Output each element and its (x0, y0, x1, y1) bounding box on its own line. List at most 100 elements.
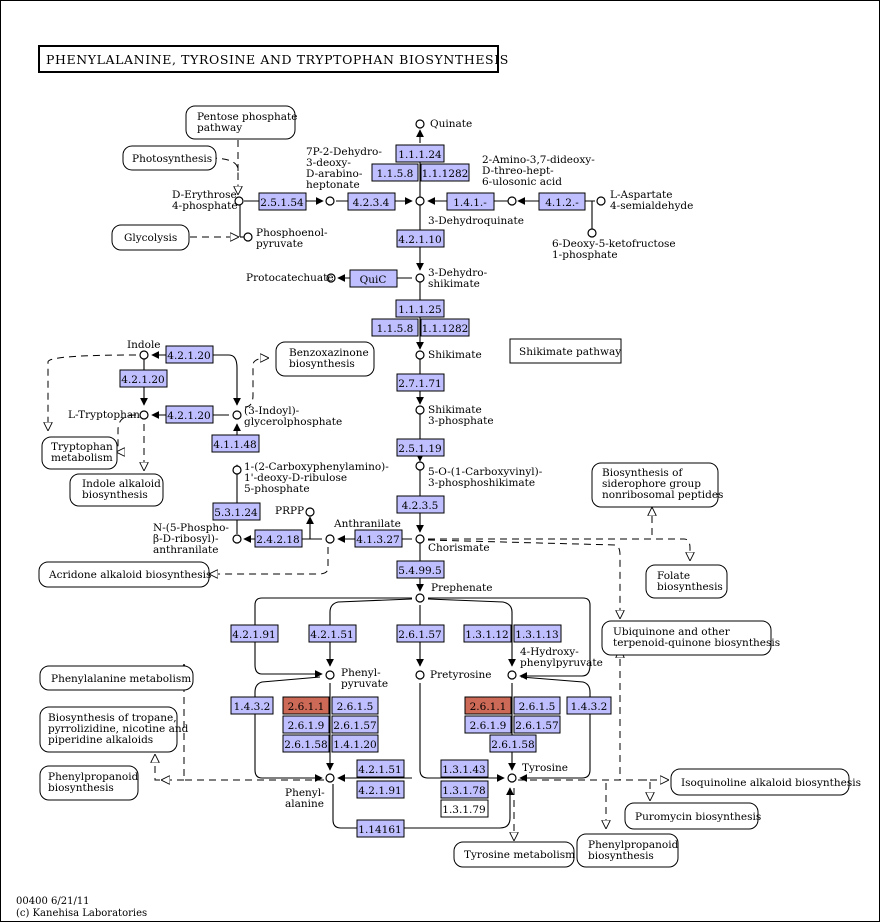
enzyme-box[interactable]: 5.4.99.5 (396, 560, 445, 579)
compound-phenylpyruvate[interactable]: Phenyl- pyruvate (325, 667, 388, 690)
enzyme-box[interactable]: 4.1.1.48 (211, 434, 260, 453)
pathway-acridone-alkaloid[interactable]: Acridone alkaloid biosynthesis (38, 561, 211, 588)
compound-protocatechuate[interactable]: Protocatechuate (246, 272, 336, 284)
pathway-phenylpropanoid-left[interactable]: Phenylpropanoid biosynthesis (39, 765, 139, 801)
enzyme-label: 1.4.3.2 (571, 701, 608, 713)
enzyme-box[interactable]: 4.2.1.51 (308, 624, 357, 643)
enzyme-label: 5.4.99.5 (398, 565, 441, 577)
enzyme-box[interactable]: 1.1.1.25 (395, 299, 445, 318)
compound-dehydroshikimate[interactable]: 3-Dehydro- shikimate (415, 267, 488, 290)
pathway-ubiquinone[interactable]: Ubiquinone and other terpenoid-quinone b… (601, 620, 780, 656)
enzyme-box[interactable]: 2.6.1.57 (396, 624, 445, 643)
enzyme-box[interactable]: 1.1.1.24 (395, 144, 445, 163)
enzyme-box[interactable]: 4.2.3.4 (347, 192, 396, 211)
compound-epsp[interactable]: 5-O-(1-Carboxyvinyl)- 3-phosphoshikimate (415, 461, 543, 489)
enzyme-box[interactable]: 2.6.1.5 (513, 696, 561, 715)
enzyme-box[interactable]: 2.6.1.5 (331, 696, 379, 715)
compound-dahp[interactable]: 7P-2-Dehydro- 3-deoxy- D-arabino- hepton… (306, 146, 382, 206)
enzyme-box-unannotated[interactable]: 1.3.1.79 (440, 799, 489, 818)
enzyme-box[interactable]: 4.2.1.20 (119, 369, 168, 388)
compound-chorismate[interactable]: Chorismate (415, 534, 490, 554)
enzyme-box[interactable]: 1.4.3.2 (230, 696, 274, 715)
compound-phosphoenolpyruvate[interactable]: Phosphoenol- pyruvate (243, 227, 328, 250)
pathway-folate[interactable]: Folate biosynthesis (645, 564, 728, 599)
compound-aspartate-semialdehyde[interactable]: L-Aspartate 4-semialdehyde (596, 189, 693, 212)
enzyme-box[interactable]: 1.3.1.43 (440, 759, 489, 778)
enzyme-box-highlighted[interactable]: 2.6.1.1 (464, 696, 512, 715)
pathway-benzoxazinone[interactable]: Benzoxazinone biosynthesis (275, 341, 375, 377)
enzyme-box[interactable]: 1.3.1.12 (463, 624, 512, 643)
compound-quinate[interactable]: Quinate (415, 118, 472, 130)
enzyme-box[interactable]: QuiC (349, 269, 398, 288)
pathway-photosynthesis[interactable]: Photosynthesis (122, 145, 217, 171)
pathway-tyrosine-metabolism[interactable]: Tyrosine metabolism (453, 841, 575, 868)
enzyme-box[interactable]: 1.1.1282 (420, 163, 470, 182)
enzyme-label: 2.4.2.18 (256, 534, 299, 546)
enzyme-box[interactable]: 4.1.3.27 (354, 529, 403, 548)
enzyme-box[interactable]: 2.6.1.58 (489, 734, 537, 753)
enzyme-box[interactable]: 2.6.1.57 (513, 715, 561, 734)
enzyme-box[interactable]: 4.2.1.10 (396, 229, 445, 248)
compound-indole[interactable]: Indole (127, 339, 161, 360)
compound-deoxyketofructose-phosphate[interactable]: 6-Deoxy-5-ketofructose 1-phosphate (552, 228, 676, 261)
compound-shikimate-3-phosphate[interactable]: Shikimate 3-phosphate (415, 404, 494, 427)
compound-anthranilate[interactable]: Anthranilate (325, 518, 401, 544)
enzyme-box[interactable]: 1.3.1.13 (513, 624, 562, 643)
enzyme-box[interactable]: 4.2.1.91 (230, 624, 279, 643)
enzyme-box[interactable]: 2.7.1.71 (396, 373, 445, 392)
enzyme-box[interactable]: 1.14161 (356, 819, 405, 838)
compound-shikimate[interactable]: Shikimate (415, 349, 482, 361)
enzyme-box[interactable]: 2.5.1.54 (258, 192, 307, 211)
enzyme-box[interactable]: 2.4.2.18 (254, 529, 303, 548)
enzyme-box[interactable]: 4.2.1.20 (165, 345, 214, 364)
enzyme-box[interactable]: 1.4.1.20 (331, 734, 379, 753)
enzyme-box[interactable]: 1.1.1282 (420, 318, 470, 337)
enzyme-box[interactable]: 1.4.3.2 (566, 696, 612, 715)
compound-phenylalanine[interactable]: Phenyl- alanine (285, 773, 335, 810)
compound-pra[interactable]: N-(5-Phospho- β-D-ribosyl)- anthranilate (153, 522, 242, 556)
enzyme-box[interactable]: 2.6.1.58 (282, 734, 330, 753)
compound-erythrose-4-phosphate[interactable]: D-Erythrose 4-phosphate (172, 189, 244, 212)
compound-prpp[interactable]: PRPP (275, 505, 315, 517)
pathway-isoquinoline-alkaloid[interactable]: Isoquinoline alkaloid biosynthesis (670, 768, 861, 796)
pathway-phenylalanine-metabolism[interactable]: Phenylalanine metabolism (39, 665, 194, 691)
pathway-tryptophan-metabolism[interactable]: Tryptophan metabolism (41, 436, 118, 470)
enzyme-box[interactable]: 4.2.1.20 (165, 405, 214, 424)
enzyme-box[interactable]: 4.2.3.5 (396, 495, 445, 514)
compound-label: D-arabino- (306, 168, 363, 180)
enzyme-box[interactable]: 4.2.1.51 (356, 759, 405, 778)
pathway-glycolysis[interactable]: Glycolysis (111, 224, 190, 251)
compound-cdrp[interactable]: 1-(2-Carboxyphenylamino)- 1'-deoxy-D-rib… (232, 461, 389, 495)
pathway-phenylpropanoid-right[interactable]: Phenylpropanoid biosynthesis (576, 833, 679, 868)
pathway-indole-alkaloid[interactable]: Indole alkaloid biosynthesis (69, 473, 164, 507)
enzyme-box[interactable]: 2.5.1.19 (396, 438, 445, 457)
pathway-tropane-alkaloids[interactable]: Biosynthesis of tropane, pyrrolizidine, … (39, 706, 189, 753)
pathway-shikimate[interactable]: Shikimate pathway (509, 338, 622, 364)
enzyme-box-highlighted[interactable]: 2.6.1.1 (282, 696, 330, 715)
compound-label: 1-(2-Carboxyphenylamino)- (244, 461, 389, 473)
enzyme-box[interactable]: 1.4.1.- (446, 192, 495, 211)
compound-prephenate[interactable]: Prephenate (415, 582, 492, 603)
pathway-siderophore[interactable]: Biosynthesis of siderophore group nonrib… (591, 462, 723, 508)
pathway-pentose-phosphate[interactable]: Pentose phosphate pathway (185, 105, 297, 140)
compound-tryptophan[interactable]: L-Tryptophan (68, 409, 149, 421)
enzyme-box[interactable]: 5.3.1.24 (212, 502, 261, 521)
compound-tyrosine[interactable]: Tyrosine (507, 762, 568, 783)
enzyme-box[interactable]: 1.3.1.78 (440, 780, 489, 799)
compound-indolylglycerolphosphate[interactable]: (3-Indoyl)- glycerolphosphate (232, 405, 342, 428)
enzyme-box[interactable]: 4.1.2.- (538, 192, 586, 211)
enzyme-box[interactable]: 2.6.1.9 (282, 715, 330, 734)
pathway-label: terpenoid-quinone biosynthesis (613, 637, 780, 649)
enzyme-box[interactable]: 1.1.5.8 (371, 163, 419, 182)
enzyme-label: 4.2.1.20 (167, 350, 210, 362)
compound-hydroxyphenylpyruvate[interactable]: 4-Hydroxy- phenylpyruvate (507, 646, 603, 680)
compound-dehydroquinate[interactable]: 3-Dehydroquinate (415, 196, 524, 227)
pathway-puromycin[interactable]: Puromycin biosynthesis (624, 802, 761, 830)
enzyme-box[interactable]: 2.6.1.57 (331, 715, 379, 734)
compound-pretyrosine[interactable]: Pretyrosine (415, 669, 492, 681)
enzyme-box[interactable]: 2.6.1.9 (464, 715, 512, 734)
compound-amino-dideoxy[interactable]: 2-Amino-3,7-dideoxy- D-threo-hept- 6-ulo… (482, 154, 595, 206)
enzyme-box[interactable]: 1.1.5.8 (371, 318, 419, 337)
enzyme-box[interactable]: 4.2.1.91 (356, 780, 405, 799)
enzyme-label: 2.6.1.1 (288, 701, 325, 713)
